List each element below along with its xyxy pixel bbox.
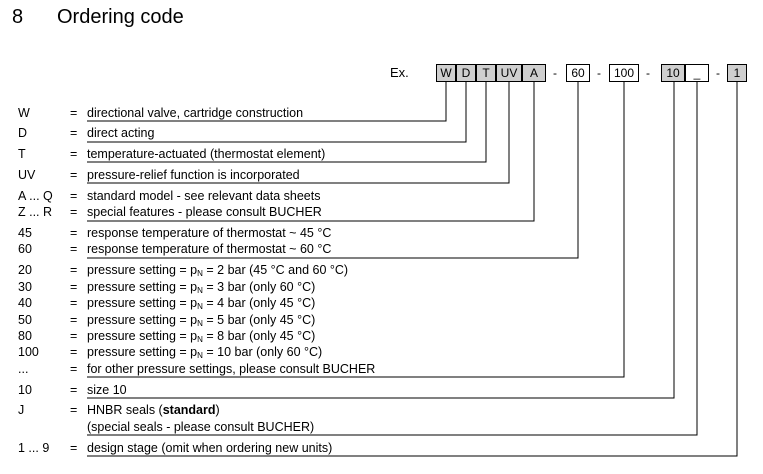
row-description: pressure setting = pN = 5 bar (only 45 °… <box>87 313 316 328</box>
row-description: pressure setting = pN = 3 bar (only 60 °… <box>87 280 316 295</box>
row-description: response temperature of thermostat ~ 45 … <box>87 226 332 240</box>
row-description: direct acting <box>87 126 155 140</box>
row-equals: = <box>70 147 78 161</box>
code-box-temperature: 60 <box>566 64 590 82</box>
row-equals: = <box>70 205 78 219</box>
connector-line-seals <box>87 82 698 436</box>
separator-dash: - <box>553 66 557 80</box>
row-description: pressure setting = pN = 10 bar (only 60 … <box>87 345 323 360</box>
example-label: Ex. <box>390 65 409 80</box>
row-code: T <box>18 147 26 161</box>
code-box-design-stage: 1 <box>727 64 747 82</box>
row-description: design stage (omit when ordering new uni… <box>87 441 333 455</box>
row-code: A ... Q <box>18 189 53 203</box>
row-description: (special seals - please consult BUCHER) <box>87 420 315 434</box>
code-box-model: A <box>522 64 546 82</box>
separator-dash: - <box>646 66 650 80</box>
section-title: Ordering code <box>57 6 184 28</box>
row-code: J <box>18 403 25 417</box>
row-equals: = <box>70 441 78 455</box>
row-code: 80 <box>18 329 32 343</box>
row-code: 45 <box>18 226 32 240</box>
row-description: special features - please consult BUCHER <box>87 205 322 219</box>
row-equals: = <box>70 296 78 310</box>
row-code: 100 <box>18 345 39 359</box>
row-equals: = <box>70 362 78 376</box>
row-description: HNBR seals (standard) <box>87 403 220 417</box>
separator-dash: - <box>716 66 720 80</box>
row-description: standard model - see relevant data sheet… <box>87 189 321 203</box>
connector-line-uv <box>87 82 510 184</box>
row-description: pressure setting = pN = 8 bar (only 45 °… <box>87 329 316 344</box>
code-box-pressure: 100 <box>609 64 639 82</box>
row-code: 1 ... 9 <box>18 441 50 455</box>
row-code: Z ... R <box>18 205 53 219</box>
row-equals: = <box>70 189 78 203</box>
connector-line-t <box>87 82 487 163</box>
code-box-d: D <box>456 64 476 82</box>
connector-line-model <box>87 82 535 222</box>
connector-line-size <box>87 82 675 399</box>
row-description: pressure setting = pN = 2 bar (45 °C and… <box>87 263 349 278</box>
row-description: temperature-actuated (thermostat element… <box>87 147 326 161</box>
connector-line-d <box>87 82 467 143</box>
row-equals: = <box>70 226 78 240</box>
code-box-t: T <box>476 64 496 82</box>
code-box-seals: _ <box>685 64 709 82</box>
row-code: ... <box>18 362 29 376</box>
separator-dash: - <box>597 66 601 80</box>
row-equals: = <box>70 168 78 182</box>
connector-line-w <box>87 82 447 122</box>
code-box-uv: UV <box>496 64 522 82</box>
row-code: W <box>18 106 30 120</box>
row-equals: = <box>70 383 78 397</box>
row-equals: = <box>70 263 78 277</box>
row-description: directional valve, cartridge constructio… <box>87 106 304 120</box>
row-code: 50 <box>18 313 32 327</box>
row-equals: = <box>70 106 78 120</box>
row-code: 30 <box>18 280 32 294</box>
row-code: 20 <box>18 263 32 277</box>
row-description: pressure-relief function is incorporated <box>87 168 300 182</box>
connector-line-temperature <box>87 82 579 259</box>
section-number: 8 <box>12 6 24 28</box>
connector-line-pressure <box>87 82 625 378</box>
row-code: UV <box>18 168 36 182</box>
row-description: response temperature of thermostat ~ 60 … <box>87 242 332 256</box>
row-code: D <box>18 126 28 140</box>
row-code: 60 <box>18 242 32 256</box>
row-equals: = <box>70 280 78 294</box>
row-description: size 10 <box>87 383 127 397</box>
connector-line-design-stage <box>87 82 738 457</box>
row-description: for other pressure settings, please cons… <box>87 362 376 376</box>
row-equals: = <box>70 403 78 417</box>
row-description: pressure setting = pN = 4 bar (only 45 °… <box>87 296 316 311</box>
row-equals: = <box>70 126 78 140</box>
row-equals: = <box>70 242 78 256</box>
row-code: 10 <box>18 383 32 397</box>
row-equals: = <box>70 313 78 327</box>
row-code: 40 <box>18 296 32 310</box>
row-equals: = <box>70 329 78 343</box>
code-box-size: 10 <box>661 64 685 82</box>
row-equals: = <box>70 345 78 359</box>
code-box-w: W <box>436 64 456 82</box>
